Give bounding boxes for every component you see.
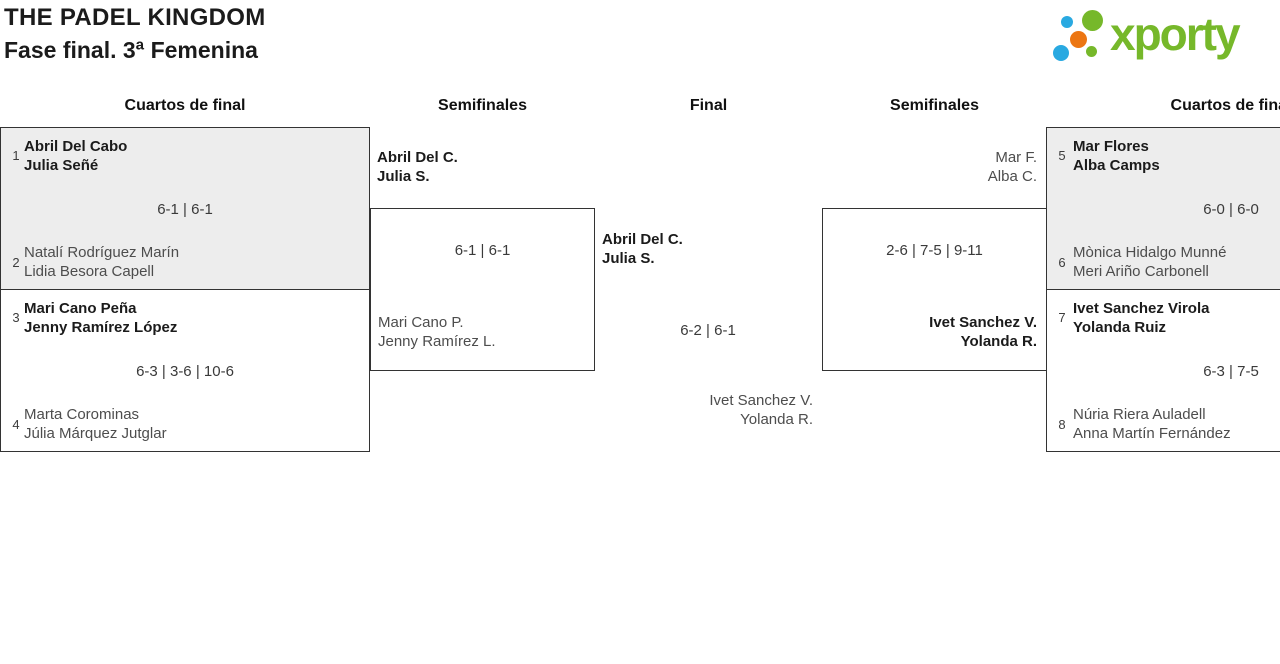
team-pair: Núria Riera Auladell Anna Martín Fernánd…	[1073, 405, 1231, 443]
player-name: Mari Cano P.	[378, 314, 464, 331]
team-pair: Mar Flores Alba Camps	[1073, 137, 1160, 175]
xporty-logo[interactable]: xporty	[1040, 0, 1280, 72]
logo-dot-icon	[1061, 16, 1073, 28]
seed-number: 5	[1058, 148, 1066, 163]
seed-number: 3	[12, 310, 20, 325]
seed-number: 4	[12, 417, 20, 432]
player-name: Yolanda R.	[740, 411, 813, 428]
player-name: Abril Del C.	[377, 149, 458, 166]
player-name: Julia Señé	[24, 157, 99, 174]
player-name: Natalí Rodríguez Marín	[24, 244, 180, 261]
round-header-sf-right: Semifinales	[890, 97, 979, 114]
player-name: Alba C.	[987, 168, 1037, 185]
final-loser-pair: Ivet Sanchez V. Yolanda R.	[595, 391, 813, 429]
seed-number: 6	[1058, 255, 1066, 270]
player-name: Mar Flores	[1073, 138, 1149, 155]
seed-number: 2	[12, 255, 20, 270]
seed-number: 7	[1058, 310, 1066, 325]
logo-dot-icon	[1053, 45, 1069, 61]
player-name: Marta Corominas	[24, 406, 140, 423]
player-name: Jenny Ramírez López	[24, 319, 178, 336]
logo-dot-icon	[1082, 10, 1103, 31]
player-name: Yolanda Ruiz	[1073, 319, 1167, 336]
team-pair: Ivet Sanchez V. Yolanda R.	[929, 313, 1037, 351]
team-pair: Mari Cano P. Jenny Ramírez L.	[378, 313, 496, 351]
player-name: Ivet Sanchez Virola	[1073, 300, 1210, 317]
player-name: Abril Del C.	[602, 231, 683, 248]
player-name: Meri Ariño Carbonell	[1073, 263, 1209, 280]
player-name: Ivet Sanchez V.	[929, 314, 1037, 331]
team-pair: Mari Cano Peña Jenny Ramírez López	[24, 299, 177, 337]
match-box-qf1[interactable]: 1 Abril Del Cabo Julia Señé 6-1 | 6-1 Na…	[0, 127, 370, 290]
round-header-sf-left: Semifinales	[438, 97, 527, 114]
player-name: Júlia Márquez Jutglar	[24, 425, 167, 442]
team-pair: Mònica Hidalgo Munné Meri Ariño Carbonel…	[1073, 243, 1226, 281]
player-name: Ivet Sanchez V.	[709, 392, 813, 409]
logo-dot-icon	[1086, 46, 1097, 57]
player-name: Núria Riera Auladell	[1073, 406, 1206, 423]
match-score: 2-6 | 7-5 | 9-11	[886, 242, 983, 259]
final-winner-pair: Abril Del C. Julia S.	[602, 230, 683, 268]
page-title: THE PADEL KINGDOM Fase final. 3ª Femenin…	[4, 1, 266, 67]
player-name: Anna Martín Fernández	[1073, 425, 1231, 442]
player-name: Jenny Ramírez L.	[378, 333, 496, 350]
sf-right-top-pair: Mar F. Alba C.	[822, 148, 1037, 186]
match-box-qf4[interactable]: 7 Ivet Sanchez Virola Yolanda Ruiz 6-3 |…	[1046, 289, 1280, 452]
match-score: 6-0 | 6-0	[1203, 201, 1259, 218]
round-header-qf-left: Cuartos de final	[124, 97, 246, 114]
phase-subtitle: Fase final. 3ª Femenina	[4, 37, 258, 63]
match-box-sf-right[interactable]: 2-6 | 7-5 | 9-11 Ivet Sanchez V. Yolanda…	[822, 208, 1047, 371]
player-name: Mari Cano Peña	[24, 300, 137, 317]
seed-number: 1	[12, 148, 20, 163]
player-name: Mar F.	[995, 149, 1037, 166]
player-name: Julia S.	[377, 168, 430, 185]
player-name: Alba Camps	[1073, 157, 1160, 174]
tournament-name: THE PADEL KINGDOM	[4, 4, 266, 31]
round-header-qf-right: Cuartos de final	[1170, 97, 1280, 114]
match-score: 6-3 | 7-5	[1203, 363, 1259, 380]
team-pair: Ivet Sanchez Virola Yolanda Ruiz	[1073, 299, 1209, 337]
team-pair: Abril Del Cabo Julia Señé	[24, 137, 127, 175]
player-name: Abril Del Cabo	[24, 138, 128, 155]
match-box-qf2[interactable]: 3 Mari Cano Peña Jenny Ramírez López 6-3…	[0, 289, 370, 452]
match-box-sf-left[interactable]: 6-1 | 6-1 Mari Cano P. Jenny Ramírez L.	[370, 208, 595, 371]
player-name: Mònica Hidalgo Munné	[1073, 244, 1227, 261]
match-score: 6-1 | 6-1	[454, 242, 511, 259]
match-score: 6-1 | 6-1	[157, 201, 213, 218]
team-pair: Natalí Rodríguez Marín Lidia Besora Cape…	[24, 243, 179, 281]
xporty-logo-text: xporty	[1110, 8, 1241, 60]
match-score: 6-3 | 3-6 | 10-6	[136, 363, 234, 380]
logo-dot-icon	[1070, 31, 1087, 48]
player-name: Lidia Besora Capell	[24, 263, 155, 280]
player-name: Julia S.	[602, 250, 655, 267]
round-header-final: Final	[689, 97, 728, 114]
sf-left-winner-pair: Abril Del C. Julia S.	[377, 148, 458, 186]
seed-number: 8	[1058, 417, 1066, 432]
match-box-qf3[interactable]: 5 Mar Flores Alba Camps 6-0 | 6-0 Mònica…	[1046, 127, 1280, 290]
final-score: 6-2 | 6-1	[680, 322, 736, 339]
team-pair: Marta Corominas Júlia Márquez Jutglar	[24, 405, 167, 443]
player-name: Yolanda R.	[960, 333, 1037, 350]
